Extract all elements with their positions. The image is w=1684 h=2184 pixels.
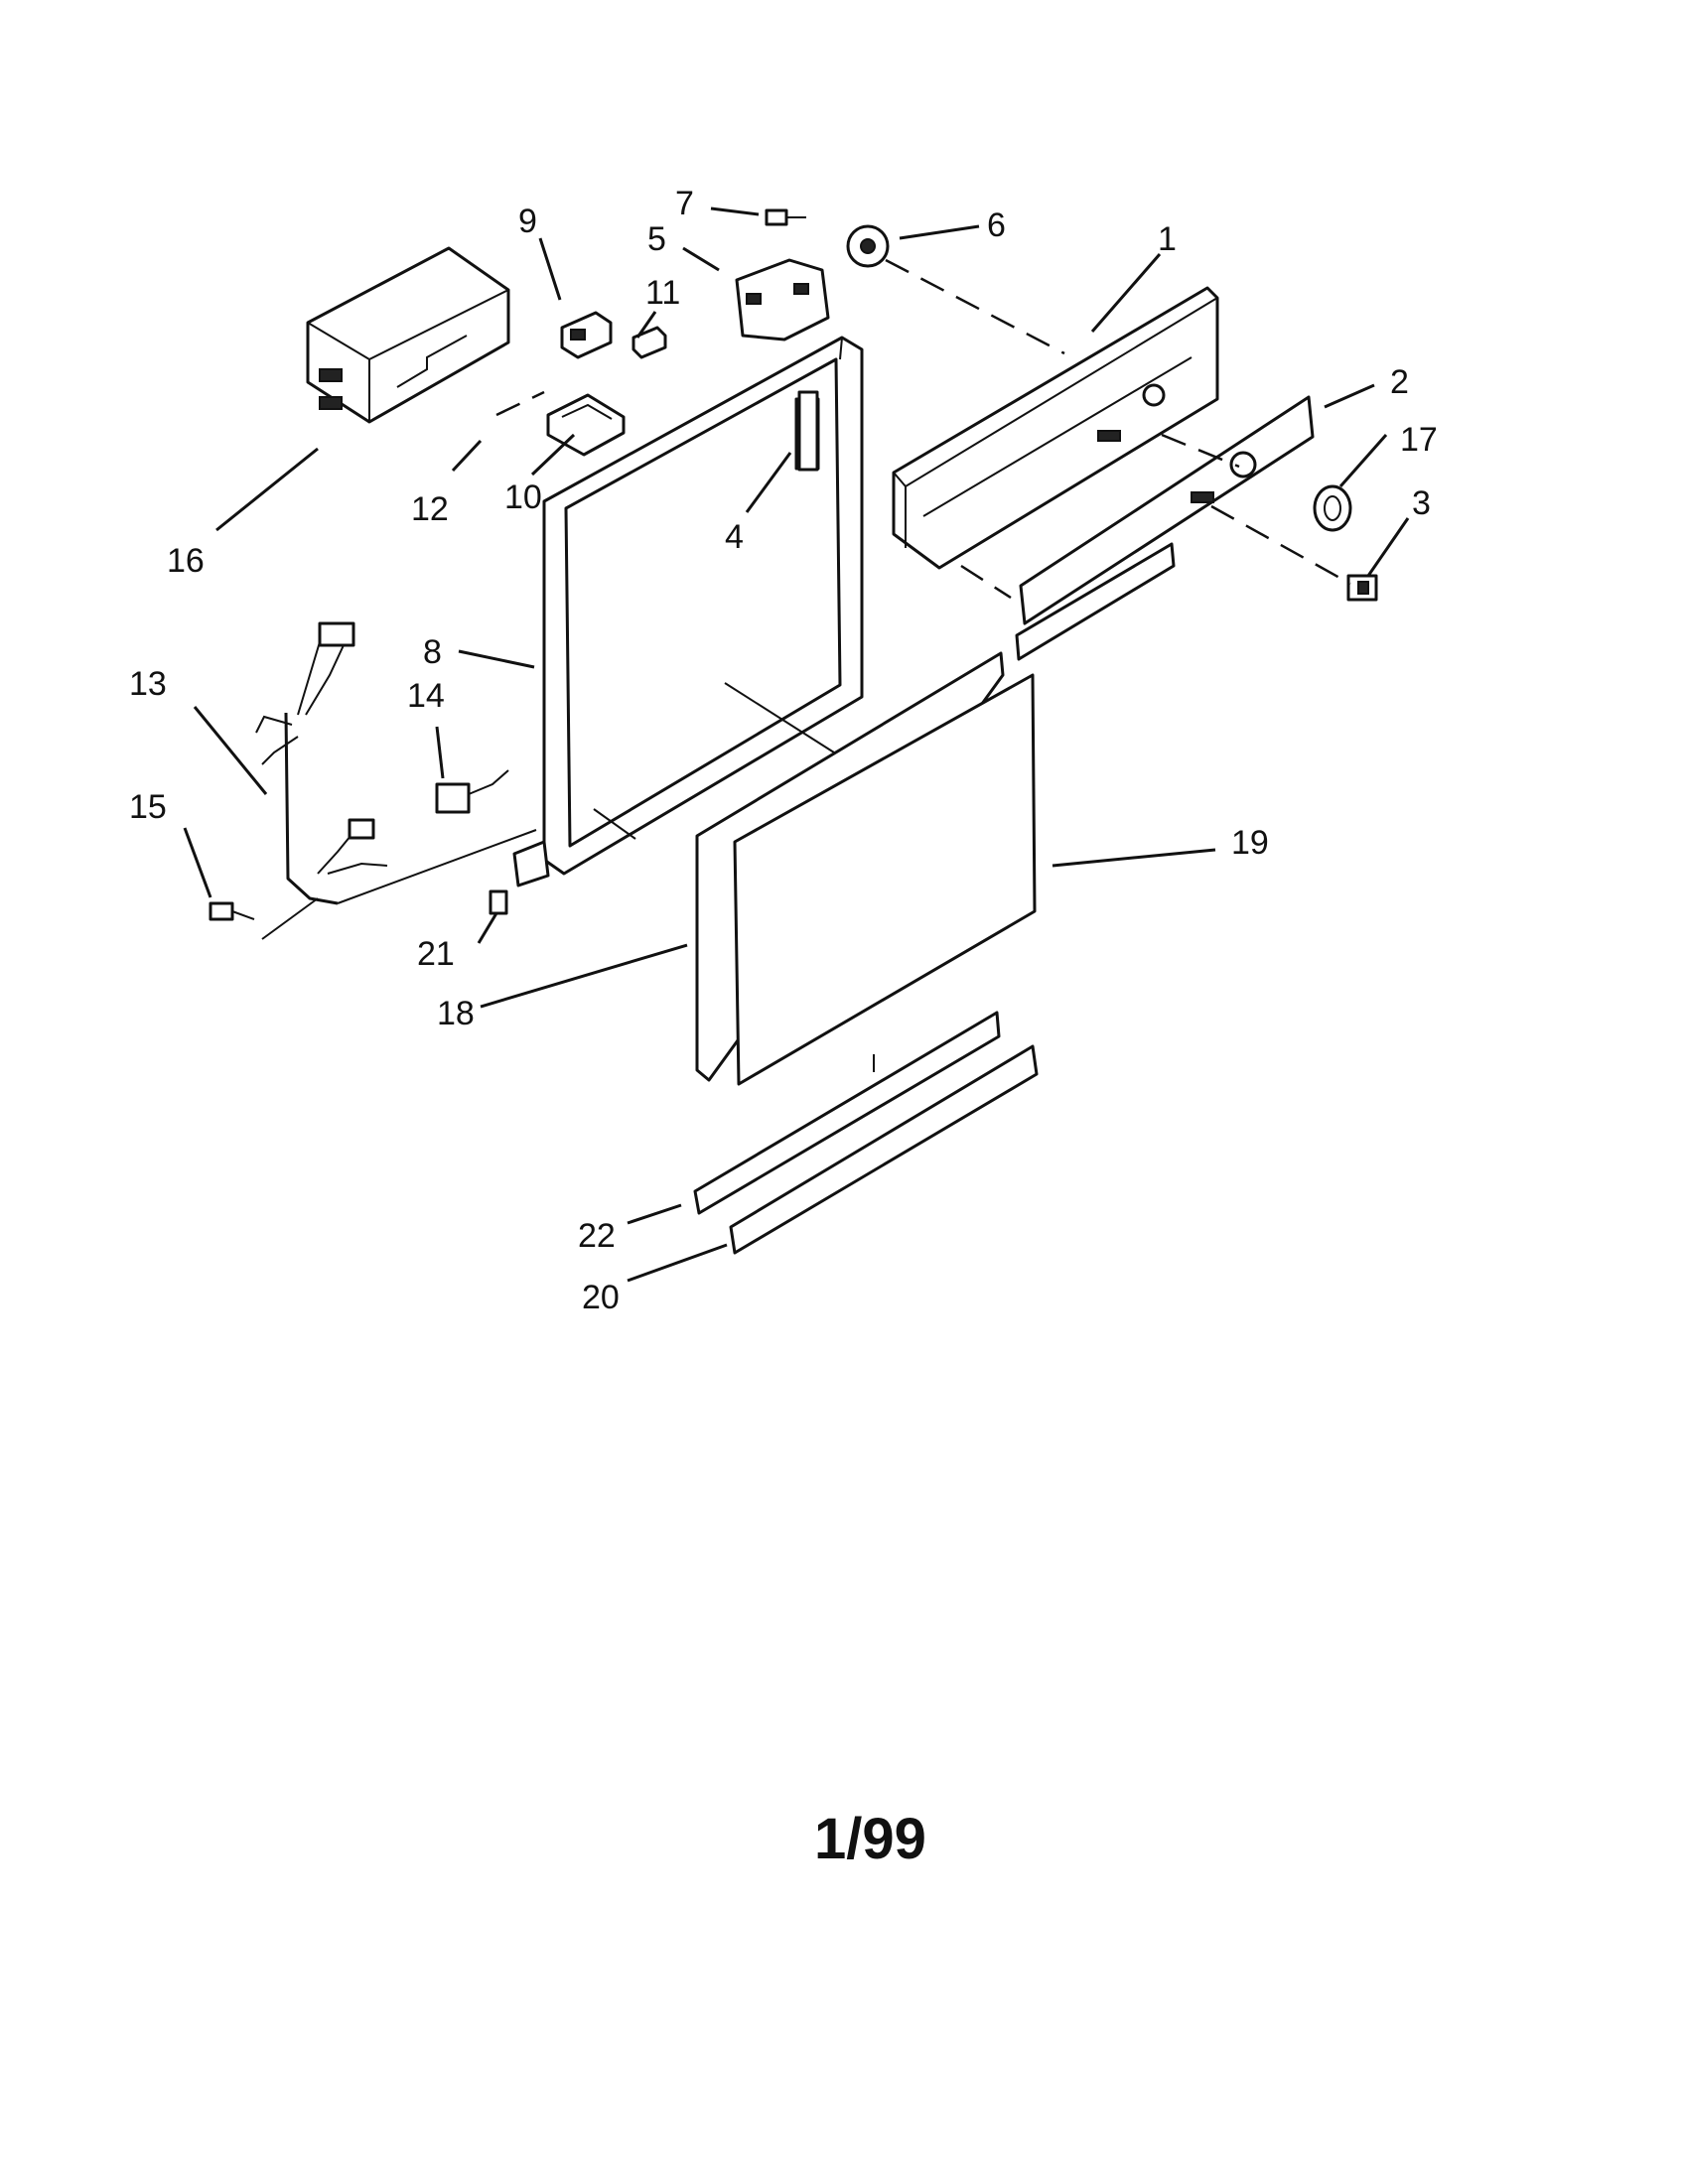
callout-7: 7 bbox=[675, 185, 694, 222]
part-9-switch bbox=[560, 311, 613, 359]
callout-17: 17 bbox=[1400, 421, 1438, 459]
revision-label: 1/99 bbox=[814, 1807, 926, 1871]
part-2-console-overlay bbox=[1015, 395, 1315, 661]
part-10-bracket bbox=[546, 393, 626, 457]
part-12-assembly-line bbox=[495, 390, 545, 417]
frame-crossbar-line-lower bbox=[593, 808, 636, 840]
callout-5: 5 bbox=[647, 220, 666, 258]
callout-3: 3 bbox=[1412, 484, 1431, 522]
part-15-screw bbox=[209, 901, 255, 921]
leader-lines bbox=[183, 206, 1410, 1283]
part-4-door-catch bbox=[797, 390, 819, 472]
part-8-inner-door-frame bbox=[512, 336, 864, 887]
part-7-screw bbox=[765, 208, 806, 226]
part-22-trim-strip bbox=[693, 1011, 1001, 1215]
assembly-dashed-lines bbox=[885, 258, 1351, 600]
callout-9: 9 bbox=[518, 203, 537, 240]
callout-1: 1 bbox=[1158, 220, 1177, 258]
part-16-control-housing bbox=[306, 246, 510, 424]
callout-10: 10 bbox=[504, 478, 542, 516]
callout-6: 6 bbox=[987, 206, 1006, 244]
part-17-knob bbox=[1313, 484, 1352, 532]
part-6-cam bbox=[846, 224, 890, 268]
callout-13: 13 bbox=[129, 665, 167, 703]
callout-21: 21 bbox=[417, 935, 455, 973]
callout-18: 18 bbox=[437, 995, 475, 1032]
callout-20: 20 bbox=[582, 1279, 620, 1316]
part-19-outer-door-panel bbox=[733, 673, 1037, 1086]
part-11-connector bbox=[632, 326, 667, 359]
part-14-sensor bbox=[435, 769, 509, 814]
callout-12: 12 bbox=[411, 490, 449, 528]
callout-11: 11 bbox=[645, 274, 680, 312]
part-13-wiring-harness bbox=[255, 621, 537, 940]
callout-14: 14 bbox=[407, 677, 445, 715]
callout-8: 8 bbox=[423, 633, 442, 671]
part-5-latch bbox=[735, 258, 830, 341]
callout-4: 4 bbox=[725, 518, 744, 556]
callout-16: 16 bbox=[167, 542, 205, 580]
callout-22: 22 bbox=[578, 1217, 616, 1255]
part-20-bottom-trim bbox=[729, 1044, 1039, 1255]
part-3-button bbox=[1346, 574, 1378, 602]
callout-19: 19 bbox=[1231, 824, 1269, 862]
callout-15: 15 bbox=[129, 788, 167, 826]
frame-crossbar-line bbox=[724, 682, 835, 753]
part-1-control-panel bbox=[892, 286, 1219, 570]
callout-2: 2 bbox=[1390, 363, 1409, 401]
part-21-clip bbox=[489, 889, 508, 915]
